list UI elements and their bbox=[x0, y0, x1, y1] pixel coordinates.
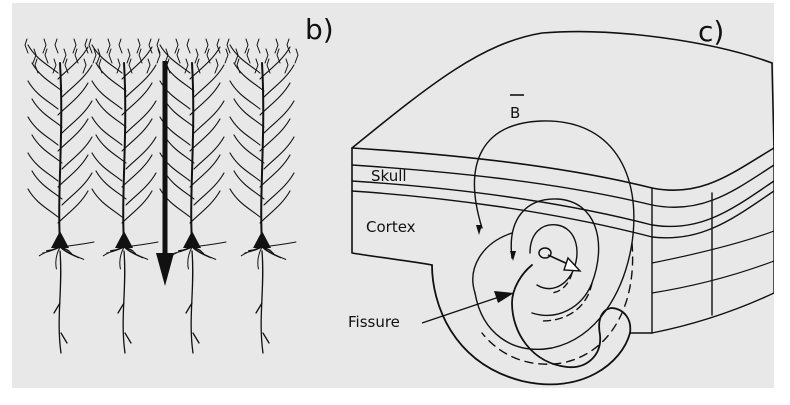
figure-svg: b) c) bbox=[12, 3, 774, 388]
figure-panels: b) c) bbox=[12, 3, 774, 388]
skull-label: Skull bbox=[371, 167, 407, 185]
cortex-label: Cortex bbox=[366, 218, 416, 236]
panel-c-label: c) bbox=[698, 15, 724, 48]
fissure-label: Fissure bbox=[348, 313, 400, 331]
panel-b-label: b) bbox=[305, 13, 334, 46]
field-symbol-text: B bbox=[510, 104, 520, 122]
